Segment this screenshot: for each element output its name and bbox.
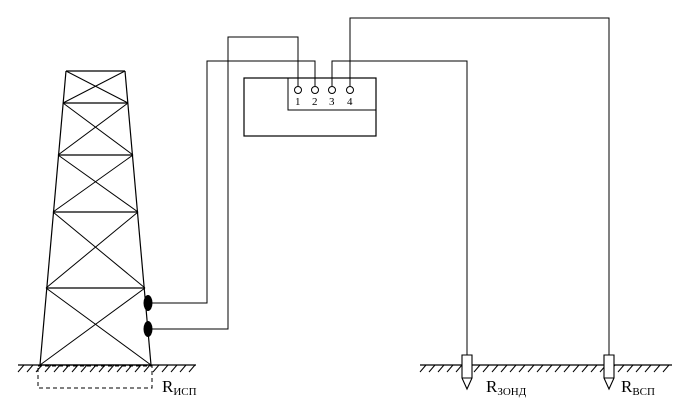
terminal-label-1: 1	[295, 96, 301, 108]
ground-hatch	[626, 364, 634, 373]
ground-hatch	[143, 364, 151, 373]
ground-surface-right	[419, 364, 672, 373]
ground-hatch	[419, 364, 427, 373]
ground-hatch	[437, 364, 445, 373]
terminal-1-icon	[294, 86, 302, 94]
ground-hatch	[170, 364, 178, 373]
ground-hatch	[80, 364, 88, 373]
ground-hatch	[635, 364, 643, 373]
probe-electrode-icon	[461, 354, 473, 391]
ground-hatch	[179, 364, 187, 373]
ground-hatch	[536, 364, 544, 373]
ground-hatch	[545, 364, 553, 373]
tower-foundation-outline	[37, 365, 153, 389]
ground-hatch	[617, 364, 625, 373]
label-r-probe: RЗОНД	[486, 377, 527, 398]
ground-hatch	[17, 364, 25, 373]
terminal-label-4: 4	[347, 96, 353, 108]
label-r-test: RИСП	[162, 377, 197, 398]
terminal-4-icon	[346, 86, 354, 94]
lattice-tower	[39, 70, 152, 366]
tower-clamp-lower	[143, 321, 153, 337]
auxiliary-electrode-icon	[603, 354, 615, 391]
ground-hatch	[482, 364, 490, 373]
ground-hatch	[644, 364, 652, 373]
terminal-label-2: 2	[312, 96, 318, 108]
wire-terminal-2	[152, 60, 316, 304]
ground-hatch	[473, 364, 481, 373]
ground-hatch	[653, 364, 661, 373]
tower-clamp-upper	[143, 295, 153, 311]
terminal-3-icon	[328, 86, 336, 94]
earth-resistance-meter	[243, 77, 377, 137]
terminal-2-icon	[311, 86, 319, 94]
terminal-label-3: 3	[329, 96, 335, 108]
ground-hatch	[107, 364, 115, 373]
ground-hatch	[554, 364, 562, 373]
wire-terminal-1	[152, 36, 299, 330]
ground-hatch	[44, 364, 52, 373]
ground-hatch	[518, 364, 526, 373]
ground-hatch	[500, 364, 508, 373]
ground-hatch	[446, 364, 454, 373]
wire-terminal-3	[331, 60, 468, 355]
ground-hatch	[581, 364, 589, 373]
ground-hatch	[527, 364, 535, 373]
ground-hatch	[428, 364, 436, 373]
meter-terminals	[294, 86, 354, 94]
ground-hatch	[491, 364, 499, 373]
ground-hatch	[572, 364, 580, 373]
ground-hatch	[590, 364, 598, 373]
wire-terminal-4	[349, 17, 610, 355]
ground-hatch	[26, 364, 34, 373]
ground-hatch	[152, 364, 160, 373]
ground-hatch	[563, 364, 571, 373]
ground-surface-left	[17, 364, 196, 373]
ground-hatch	[455, 364, 463, 373]
ground-hatch	[509, 364, 517, 373]
ground-hatch	[662, 364, 670, 373]
label-r-aux: RВСП	[621, 377, 655, 398]
ground-hatch	[188, 364, 196, 373]
ground-hatch	[161, 364, 169, 373]
